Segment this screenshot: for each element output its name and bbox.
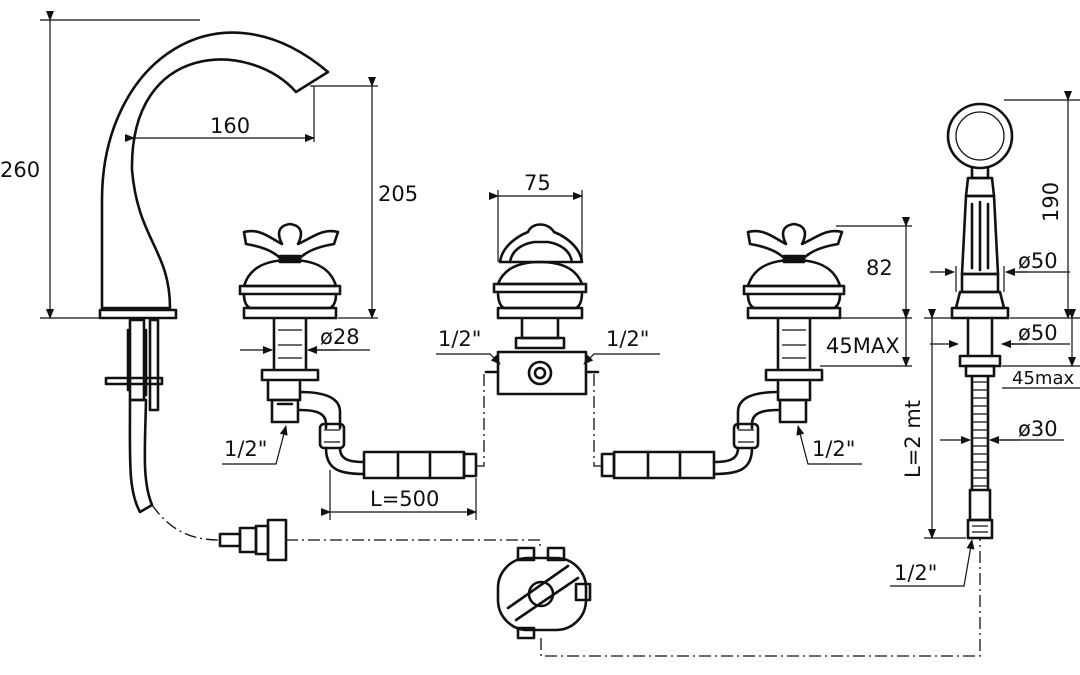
- dim-center-width: 75: [524, 171, 551, 195]
- dim-thread-center-right: 1/2": [606, 327, 649, 351]
- dim-spout-reach: 160: [210, 114, 250, 138]
- dim-valve-diameter: ø28: [320, 325, 360, 349]
- dim-handshower-height: 190: [1039, 182, 1063, 222]
- dim-max-deck-thickness: 45MAX: [826, 334, 900, 358]
- dimension-lines: [40, 11, 1080, 587]
- dim-handshower-hose-length: L=2 mt: [901, 400, 925, 478]
- center-valve: [484, 223, 600, 396]
- handshower: [946, 102, 1014, 540]
- dim-handle-height: 82: [866, 256, 893, 280]
- left-handle-valve: [238, 222, 478, 480]
- right-handle-valve: [600, 222, 846, 480]
- dim-handshower-hole: ø30: [1018, 417, 1058, 441]
- dim-handshower-deck-max: 45max: [1012, 368, 1074, 389]
- dim-spout-height: 260: [0, 158, 40, 182]
- dim-handshower-base-top: ø50: [1018, 249, 1058, 273]
- dim-handshower-thread: 1/2": [894, 561, 937, 585]
- diverter-box: [496, 546, 592, 640]
- dimension-labels: 260 160 205 75 82 ø28 1/2" 1/2" 45MAX 1/…: [0, 114, 1074, 585]
- dim-thread-center-left: 1/2": [438, 327, 481, 351]
- dim-thread-right-valve: 1/2": [812, 437, 855, 461]
- dim-thread-left-valve: 1/2": [224, 437, 267, 461]
- connection-lines: [151, 371, 981, 657]
- dim-handshower-base-bottom: ø50: [1018, 321, 1058, 345]
- dim-hose-length: L=500: [370, 487, 439, 511]
- dim-spout-outlet-height: 205: [378, 182, 418, 206]
- spout: [98, 31, 330, 562]
